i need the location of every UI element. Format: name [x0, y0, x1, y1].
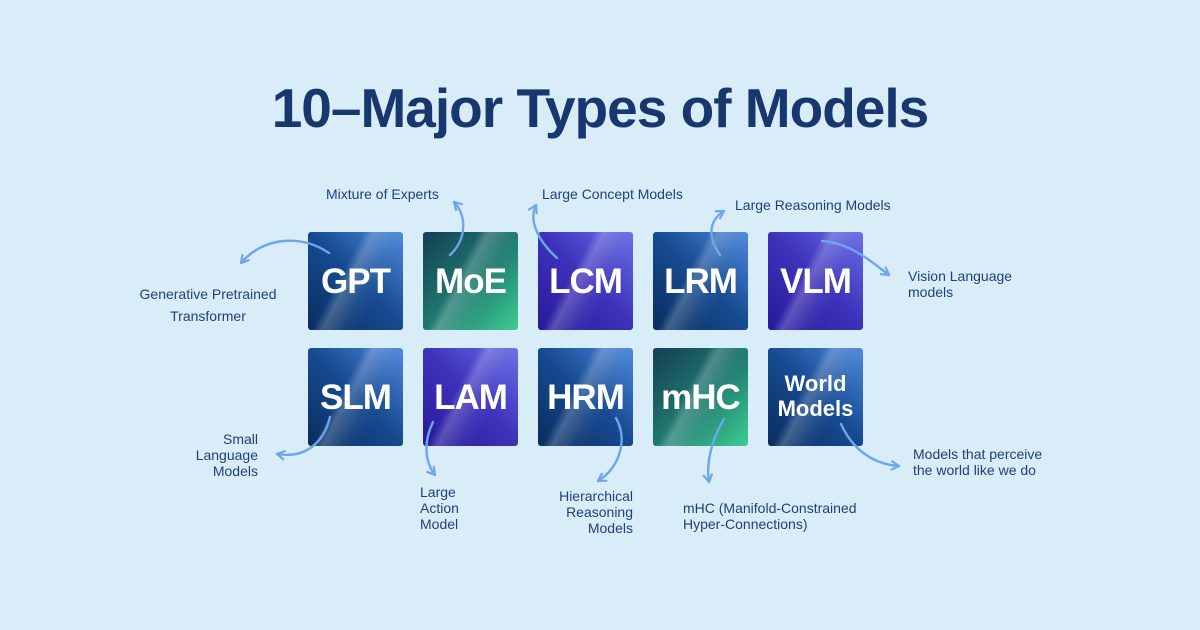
- tile-hrm: HRM: [538, 348, 633, 446]
- tile-world-models-label: World Models: [777, 371, 854, 421]
- annotation-gpt: Generative Pretrained Transformer: [139, 286, 277, 325]
- tile-lam: LAM: [423, 348, 518, 446]
- tile-lrm-label: LRM: [664, 261, 738, 301]
- tile-vlm: VLM: [768, 232, 863, 330]
- annotation-vlm: Vision Language models: [908, 268, 1013, 301]
- tile-lcm: LCM: [538, 232, 633, 330]
- annotation-mhc: mHC (Manifold-Constrained Hyper-Connecti…: [683, 500, 857, 533]
- annotation-hrm: Hierarchical Reasoning Models: [559, 488, 633, 537]
- tile-mhc-label: mHC: [661, 377, 741, 417]
- annotation-slm: Small Language Models: [195, 431, 258, 480]
- tile-mhc: mHC: [653, 348, 748, 446]
- tile-hrm-label: HRM: [547, 377, 625, 417]
- page-title: 10–Major Types of Models: [271, 77, 930, 139]
- tile-moe-label: MoE: [435, 261, 507, 301]
- tile-world-models: World Models: [768, 348, 863, 446]
- tile-slm-label: SLM: [320, 377, 392, 417]
- tile-moe: MoE: [423, 232, 518, 330]
- annotation-lcm: Large Concept Models: [542, 186, 683, 202]
- annotation-world-models: Models that perceive the world like we d…: [913, 446, 1043, 479]
- annotation-lrm: Large Reasoning Models: [735, 197, 891, 213]
- tile-gpt: GPT: [308, 232, 403, 330]
- annotation-moe: Mixture of Experts: [326, 186, 439, 202]
- tile-lam-label: LAM: [434, 377, 508, 417]
- tile-lrm: LRM: [653, 232, 748, 330]
- tile-lcm-label: LCM: [549, 261, 623, 301]
- annotation-lam: Large Action Model: [420, 484, 459, 533]
- tile-slm: SLM: [308, 348, 403, 446]
- tile-gpt-label: GPT: [321, 261, 391, 301]
- tile-vlm-label: VLM: [780, 261, 852, 301]
